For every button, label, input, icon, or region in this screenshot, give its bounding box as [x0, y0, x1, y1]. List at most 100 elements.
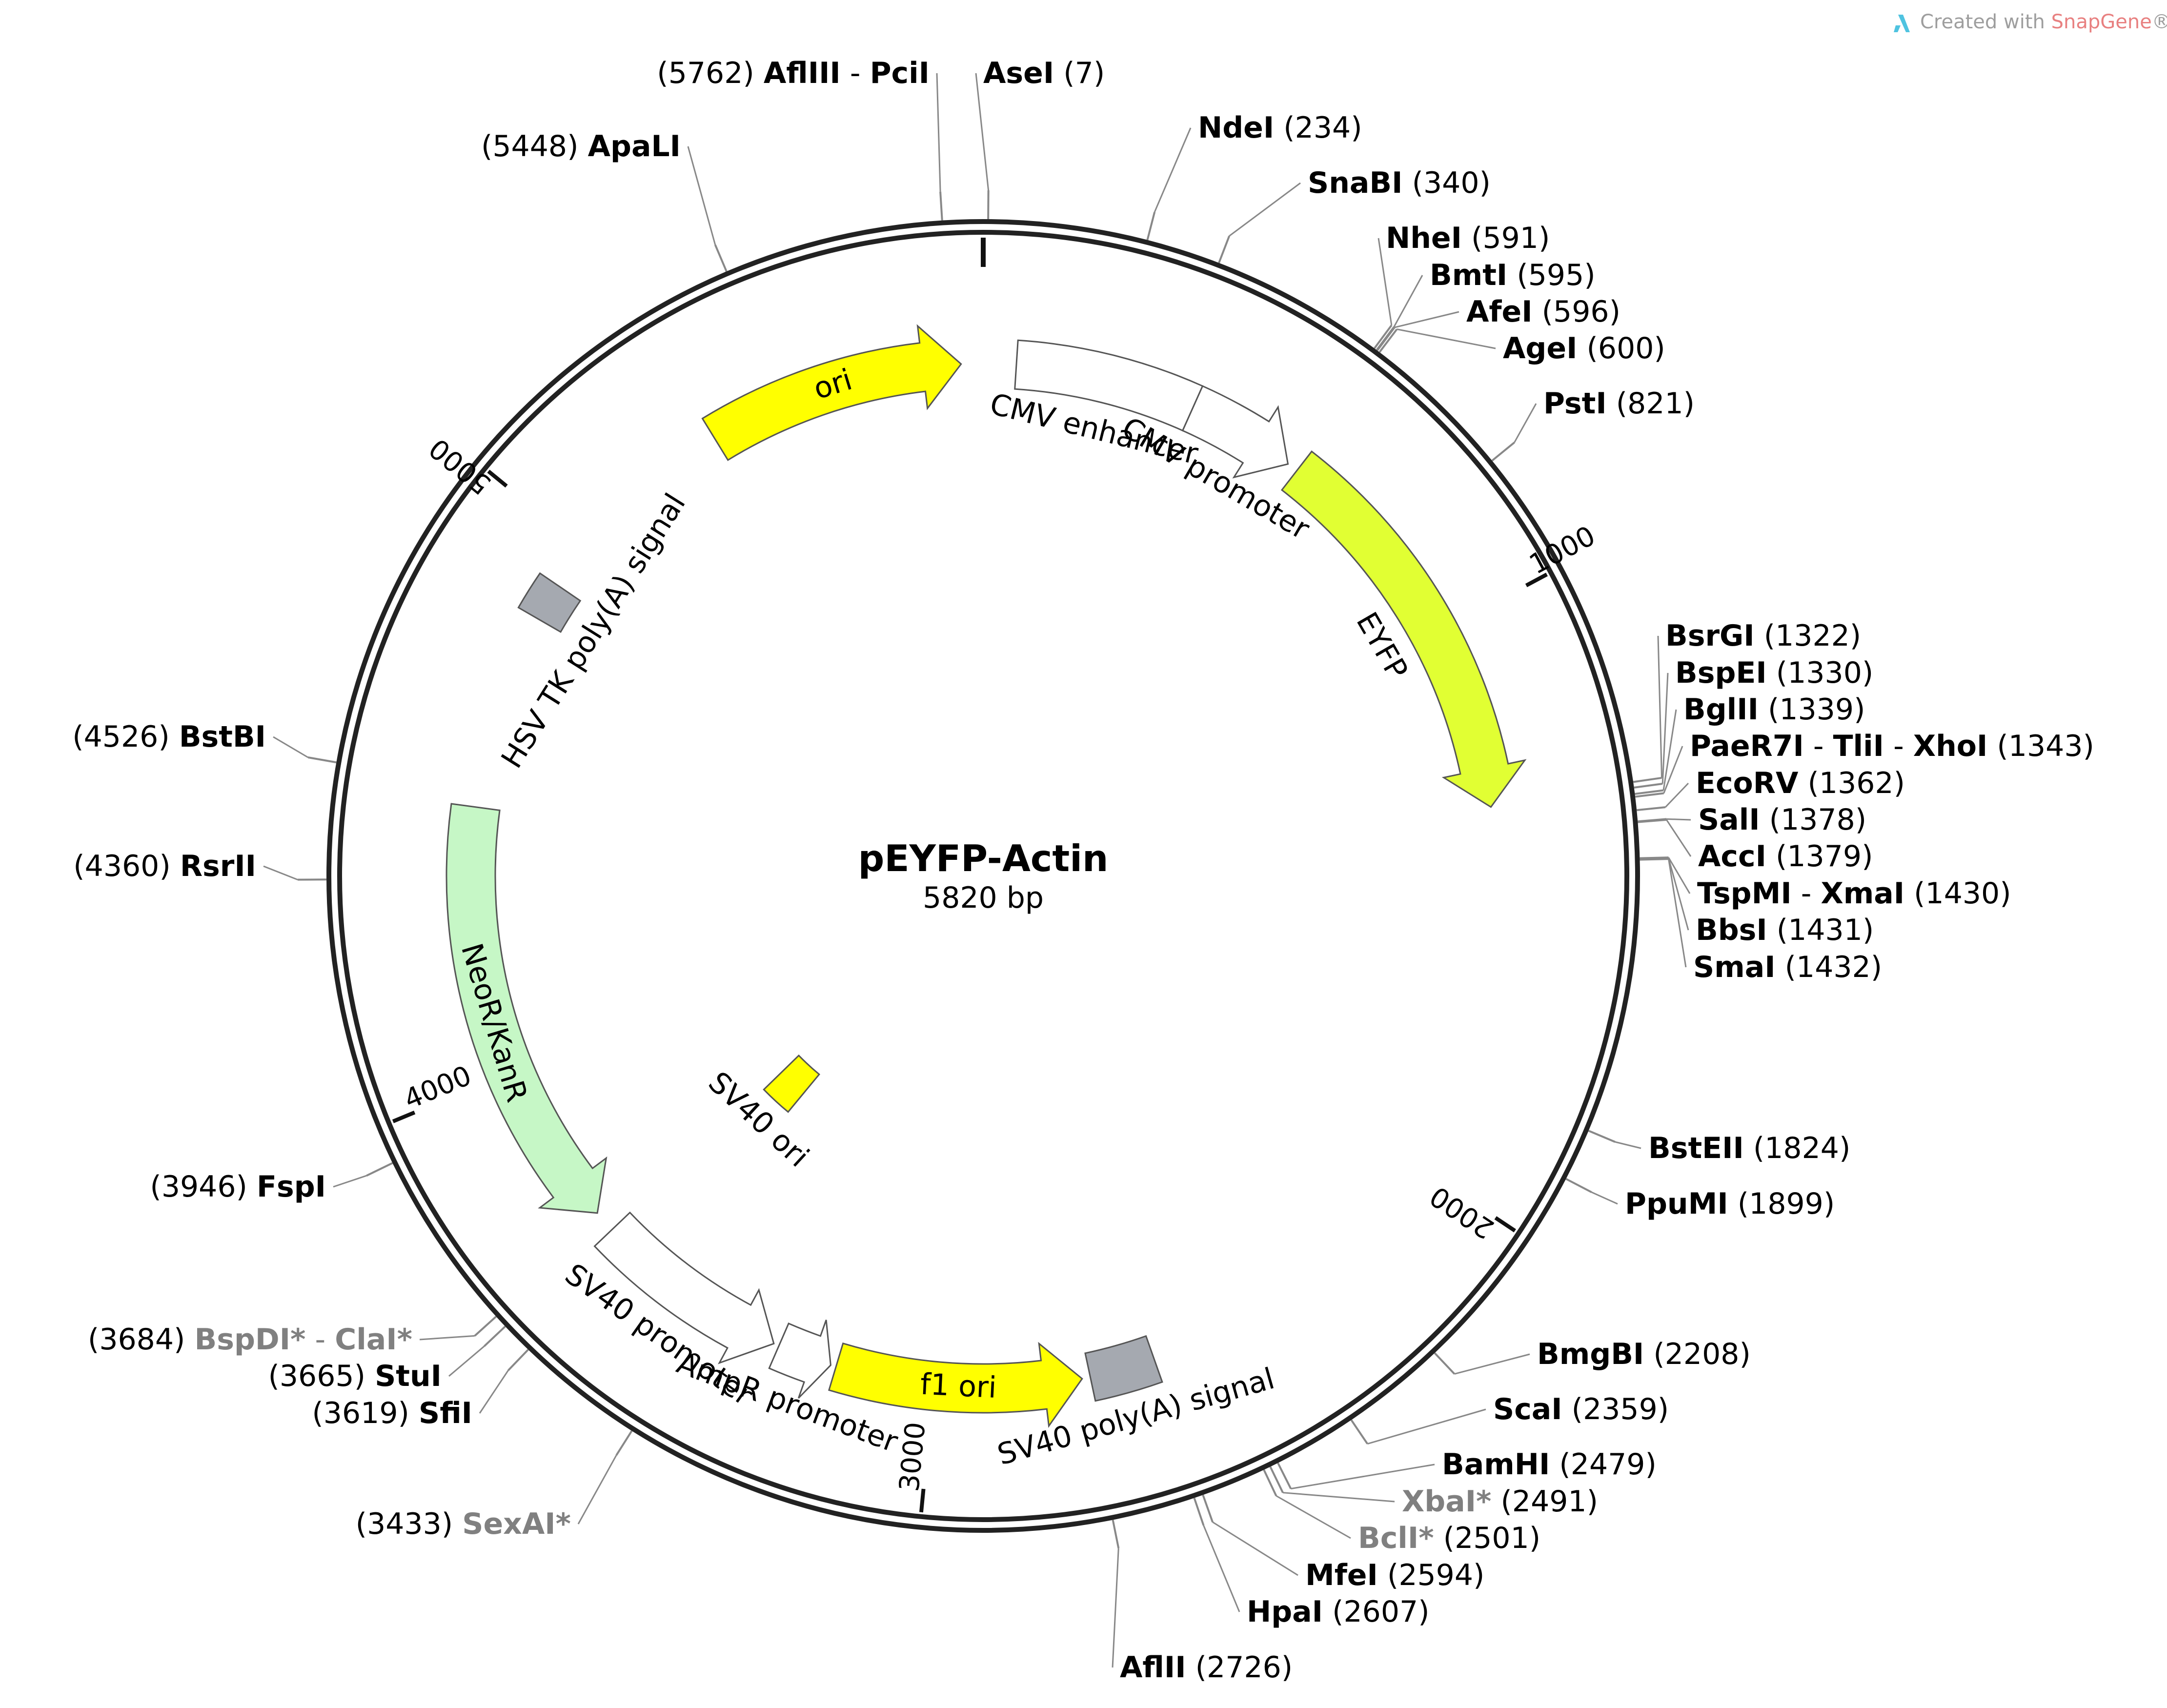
site-xbai[interactable]: XbaI* (2491)	[1269, 1466, 1598, 1519]
eyfp-shape	[1280, 450, 1527, 808]
site-label: BmgBI (2208)	[1537, 1337, 1751, 1371]
site-bstbi[interactable]: (4526) BstBI	[72, 720, 337, 764]
site-sfii[interactable]: (3619) SfiI	[312, 1349, 529, 1430]
site-bamhi[interactable]: BamHI (2479)	[1277, 1447, 1657, 1490]
site-label: (5448) ApaLI	[481, 129, 681, 163]
site-leader-line	[448, 1345, 485, 1377]
feature-sv40-ori[interactable]: SV40 ori	[702, 1054, 820, 1174]
site-leader-line	[1668, 857, 1691, 894]
site-leader-line	[936, 73, 941, 192]
site-scai[interactable]: ScaI (2359)	[1350, 1392, 1669, 1445]
site-fspi[interactable]: (3946) FspI	[150, 1162, 393, 1204]
site-label: SnaBI (340)	[1308, 166, 1491, 200]
site-rsrii[interactable]: (4360) RsrII	[73, 849, 327, 883]
site-label: BsrGI (1322)	[1665, 619, 1861, 653]
site-stui[interactable]: (3665) StuI	[268, 1325, 506, 1393]
site-asei[interactable]: AseI (7)	[975, 56, 1105, 220]
site-psti[interactable]: PstI (821)	[1491, 386, 1695, 462]
site-afei[interactable]: AfeI (596)	[1376, 295, 1620, 351]
site-label: XbaI* (2491)	[1402, 1484, 1598, 1519]
feature-neor-kanr[interactable]: NeoR/KanR	[446, 803, 608, 1214]
sv40-polya-signal-shape	[1084, 1335, 1163, 1402]
tick-mark	[919, 1488, 926, 1513]
plasmid-name: pEYFP-Actin	[858, 837, 1109, 880]
site-label: PaeR7I - TliI - XhoI (1343)	[1690, 729, 2094, 763]
tick-mark	[487, 469, 508, 488]
site-leader-line	[687, 146, 716, 245]
site-tick	[1634, 782, 1663, 789]
site-aflii[interactable]: AflII (2726)	[1112, 1520, 1293, 1685]
site-afliii[interactable]: (5762) AflIII - PciI	[657, 56, 943, 221]
site-leader-line	[1454, 1353, 1530, 1375]
site-mfei[interactable]: MfeI (2594)	[1202, 1494, 1484, 1592]
site-tick	[714, 244, 728, 272]
site-tspmi[interactable]: TspMI - XmaI (1430)	[1640, 856, 2011, 911]
site-bspei[interactable]: BspEI (1330)	[1634, 656, 1874, 789]
site-snabi[interactable]: SnaBI (340)	[1218, 166, 1491, 264]
site-label: NheI (591)	[1386, 221, 1550, 255]
site-bglii[interactable]: BglII (1339)	[1635, 692, 1865, 795]
site-bmgbi[interactable]: BmgBI (2208)	[1434, 1337, 1751, 1375]
backbone-inner-ring	[337, 230, 1629, 1522]
site-leader-line	[1229, 182, 1301, 237]
f1-ori-shape	[828, 1342, 1083, 1428]
site-tick	[1637, 806, 1666, 812]
site-leader-line	[1282, 1492, 1395, 1503]
site-leader-line	[1664, 782, 1689, 808]
site-ppumi[interactable]: PpuMI (1899)	[1565, 1178, 1835, 1221]
site-label: AseI (7)	[983, 56, 1105, 90]
site-apali[interactable]: (5448) ApaLI	[481, 129, 728, 272]
site-bspdi[interactable]: (3684) BspDI* - ClaI*	[88, 1316, 497, 1357]
tick-label: 4000	[400, 1060, 476, 1116]
site-tick	[1635, 789, 1664, 795]
site-bsrgi[interactable]: BsrGI (1322)	[1633, 619, 1861, 783]
hsv-tk-polya-signal-label: HSV TK poly(A) signal	[495, 488, 692, 774]
feature-eyfp[interactable]: EYFP	[1280, 450, 1527, 808]
site-smai[interactable]: SmaI (1432)	[1640, 858, 1883, 984]
site-ndei[interactable]: NdeI (234)	[1146, 111, 1362, 241]
site-sexai[interactable]: (3433) SexAI*	[356, 1430, 633, 1541]
site-label: AflII (2726)	[1120, 1650, 1293, 1685]
hsv-tk-polya-signal-shape	[517, 572, 582, 633]
watermark-text: Created with SnapGene®	[1920, 11, 2167, 33]
feature-f1-ori[interactable]: f1 ori	[828, 1342, 1083, 1428]
site-nhei[interactable]: NheI (591)	[1374, 221, 1550, 349]
plasmid-length: 5820 bp	[923, 881, 1044, 915]
site-tick	[307, 756, 337, 764]
site-label: SmaI (1432)	[1693, 950, 1882, 984]
site-paer7i[interactable]: PaeR7I - TliI - XhoI (1343)	[1635, 729, 2094, 798]
site-tick	[474, 1316, 497, 1337]
site-label: BglII (1339)	[1683, 692, 1865, 727]
site-label: BbsI (1431)	[1696, 913, 1874, 947]
site-sali[interactable]: SalI (1378)	[1638, 803, 1866, 837]
tick-mark	[392, 1110, 416, 1123]
site-acci[interactable]: AccI (1379)	[1638, 818, 1873, 874]
site-tick	[1146, 212, 1156, 241]
site-tick	[1374, 325, 1393, 349]
site-leader-line	[1514, 403, 1537, 443]
site-bsteii[interactable]: BstEII (1824)	[1588, 1130, 1851, 1165]
site-label: NdeI (234)	[1198, 111, 1362, 145]
site-hpai[interactable]: HpaI (2607)	[1193, 1497, 1430, 1629]
feature-hsv-tk-polya-signal[interactable]: HSV TK poly(A) signal	[495, 488, 692, 774]
site-agei[interactable]: AgeI (600)	[1378, 328, 1665, 366]
site-bcli[interactable]: BclI* (2501)	[1263, 1469, 1540, 1555]
feature-ori[interactable]: ori	[701, 324, 962, 461]
site-tick	[1350, 1419, 1368, 1444]
site-label: AgeI (600)	[1503, 331, 1665, 366]
site-leader-line	[1276, 1495, 1351, 1539]
site-label: BmtI (595)	[1430, 258, 1596, 292]
site-leader-line	[479, 1370, 509, 1414]
site-leader-line	[263, 865, 298, 880]
site-leader-line	[1657, 635, 1663, 778]
site-tick	[1588, 1130, 1616, 1143]
site-label: (3665) StuI	[268, 1359, 442, 1393]
site-leader-line	[1662, 709, 1677, 791]
tick-mark	[1494, 1216, 1516, 1233]
site-leader-line	[1154, 127, 1192, 213]
feature-sv40-promoter[interactable]: SV40 promoter	[559, 1211, 775, 1413]
site-leader-line	[1212, 1521, 1298, 1576]
site-ecorv[interactable]: EcoRV (1362)	[1637, 766, 1905, 812]
